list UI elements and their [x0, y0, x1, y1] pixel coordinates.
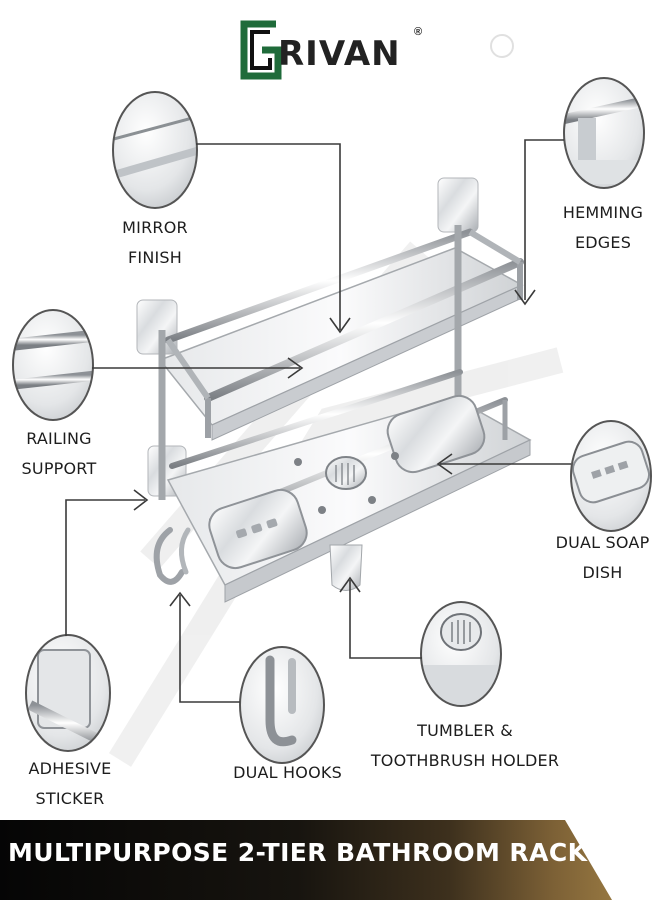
bathroom-rack: [136, 177, 532, 603]
title-banner: [0, 820, 612, 900]
registered-mark: ®: [414, 26, 423, 38]
soap-dish-right: [386, 394, 486, 474]
callout-lines: [65, 139, 571, 703]
toothbrush-holder: [325, 456, 367, 490]
watermark-registered-icon: [490, 34, 514, 58]
zoom-dual-soap-dish: [570, 420, 652, 532]
label-tumbler-holder: TUMBLER &TOOTHBRUSH HOLDER: [370, 721, 560, 770]
zoom-tumbler-holder: [420, 601, 502, 707]
label-dual-hooks: DUAL HOOKS: [233, 763, 342, 782]
adhesive-plate-right-top: [437, 177, 479, 233]
zoom-adhesive-sticker: [25, 634, 111, 752]
zoom-mirror-finish: [112, 91, 198, 209]
tumbler: [329, 544, 363, 591]
zoom-dual-hooks: [239, 646, 325, 764]
brand-name: RIVAN: [278, 34, 401, 74]
hook-right: [179, 527, 191, 575]
logo-g-icon: [240, 20, 282, 80]
hook-left: [153, 527, 185, 585]
zoom-railing-support: [12, 309, 94, 421]
banner-title: MULTIPURPOSE 2-TIER BATHROOM RACK: [8, 838, 588, 867]
brand-logo: RIVAN ®: [236, 18, 436, 80]
zoom-hemming-edges: [563, 77, 645, 189]
